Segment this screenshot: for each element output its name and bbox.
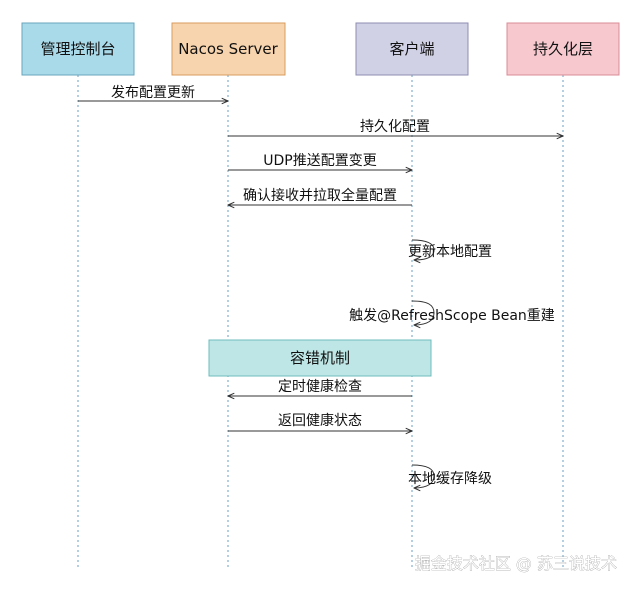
participant-label: 客户端 [389,40,434,58]
message-label: 发布配置更新 [111,85,195,101]
message-udp-push: UDP推送配置变更 [228,153,412,170]
participant-client: 客户端 [355,22,469,76]
message-label: 定时健康检查 [278,378,362,395]
message-publish-config: 发布配置更新 [78,85,228,101]
message-update-local: 更新本地配置 [408,239,492,260]
message-persist-config: 持久化配置 [228,119,563,136]
message-label: 确认接收并拉取全量配置 [243,187,397,204]
participant-label: 管理控制台 [40,40,115,58]
self-arrow [411,464,435,488]
fault-tolerance-box: 容错机制 [208,339,432,377]
fault-box-rect [208,339,432,377]
message-label: 触发@RefreshScope Bean重建 [349,308,555,324]
message-label: UDP推送配置变更 [263,153,376,169]
participant-box [506,22,620,76]
participant-server: Nacos Server [171,22,286,76]
message-ack-pull: 确认接收并拉取全量配置 [228,187,412,205]
participant-box [171,22,286,76]
watermark: 掘金技术社区 @ 苏三说技术 [415,554,617,573]
message-label: 返回健康状态 [278,412,362,429]
participant-box [21,22,135,76]
message-label: 更新本地配置 [408,244,492,260]
message-cache-fallback: 本地缓存降级 [408,464,492,488]
message-health-status: 返回健康状态 [228,412,412,431]
self-arrow [411,239,435,260]
participant-box [355,22,469,76]
self-arrow [411,300,435,325]
participant-label: Nacos Server [178,40,278,58]
message-label: 持久化配置 [360,119,430,135]
message-refresh-scope: 触发@RefreshScope Bean重建 [349,300,555,325]
participant-store: 持久化层 [506,22,620,76]
lifelines [77,75,564,568]
participant-admin: 管理控制台 [21,22,135,76]
participant-label: 持久化层 [533,40,593,58]
fault-box-label: 容错机制 [290,349,350,367]
message-health-check: 定时健康检查 [228,378,412,396]
message-label: 本地缓存降级 [408,471,492,487]
